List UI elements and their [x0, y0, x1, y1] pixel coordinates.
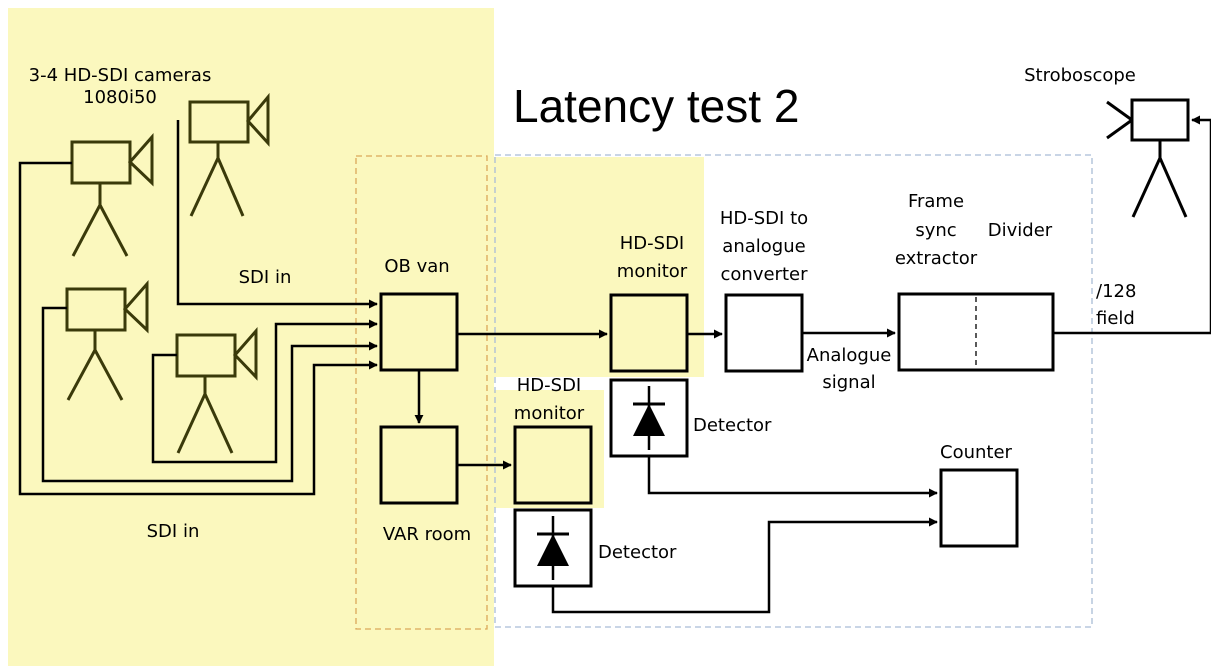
counter-box — [939, 468, 1019, 548]
camera-icon — [65, 280, 149, 401]
diode-icon — [633, 404, 665, 436]
page-title: Latency test 2 — [513, 80, 799, 132]
sdi-in-bottom-label: SDI in — [147, 521, 200, 542]
diode-icon — [537, 534, 569, 566]
converter-label: analogue — [722, 236, 805, 257]
analogue-signal-label: Analogue — [807, 345, 892, 366]
sdi-cable — [41, 306, 378, 483]
hdsdi-monitor-top-label: HD-SDI — [620, 233, 685, 254]
hdsdi-monitor-var — [513, 425, 593, 505]
divider-to-stroboscope-wire — [1053, 115, 1211, 335]
field-rate-label: field — [1096, 308, 1135, 329]
hdsdi-monitor-var-label: monitor — [514, 403, 585, 424]
cameras-format-label: 1080i50 — [83, 87, 157, 108]
sdi-cable — [151, 319, 378, 464]
frame-sync-label: extractor — [895, 248, 978, 269]
converter-label: HD-SDI to — [720, 208, 808, 229]
detector-top-label: Detector — [693, 415, 772, 436]
monitor-var-highlight — [494, 390, 604, 508]
counter-label: Counter — [940, 442, 1013, 463]
frame-sync-label: Frame — [908, 191, 964, 212]
detector-top-to-counter-wire — [647, 456, 938, 498]
cameras-label: 3-4 HD-SDI cameras — [29, 65, 212, 86]
monitor-top-highlight — [494, 157, 704, 377]
sdi-cable — [18, 161, 378, 496]
frame-sync-label: sync — [915, 220, 956, 241]
camera-icon — [188, 92, 270, 217]
detector-bottom-label: Detector — [598, 542, 677, 563]
var-room-label: VAR room — [383, 524, 471, 545]
camera-icon — [70, 133, 154, 257]
detector-bottom — [513, 508, 593, 588]
detector-top — [609, 378, 689, 458]
field-rate-label: /128 — [1096, 281, 1136, 302]
sdi-in-top-label: SDI in — [239, 267, 292, 288]
ob-van-region — [355, 155, 488, 630]
converter-label: converter — [721, 264, 809, 285]
converter-box — [724, 293, 804, 373]
frame-sync-divider-box — [897, 292, 1055, 372]
measurement-region — [494, 154, 1093, 628]
divider-label: Divider — [988, 220, 1053, 241]
stroboscope-label: Stroboscope — [1024, 65, 1136, 86]
sdi-cable — [176, 120, 378, 309]
detector-bottom-to-counter-wire — [551, 517, 938, 614]
hdsdi-monitor-var-label: HD-SDI — [517, 375, 582, 396]
hdsdi-monitor-top-label: monitor — [617, 261, 688, 282]
ob-van-label: OB van — [384, 256, 449, 277]
analogue-signal-label: signal — [822, 372, 875, 393]
stroboscope-icon — [1106, 98, 1190, 218]
